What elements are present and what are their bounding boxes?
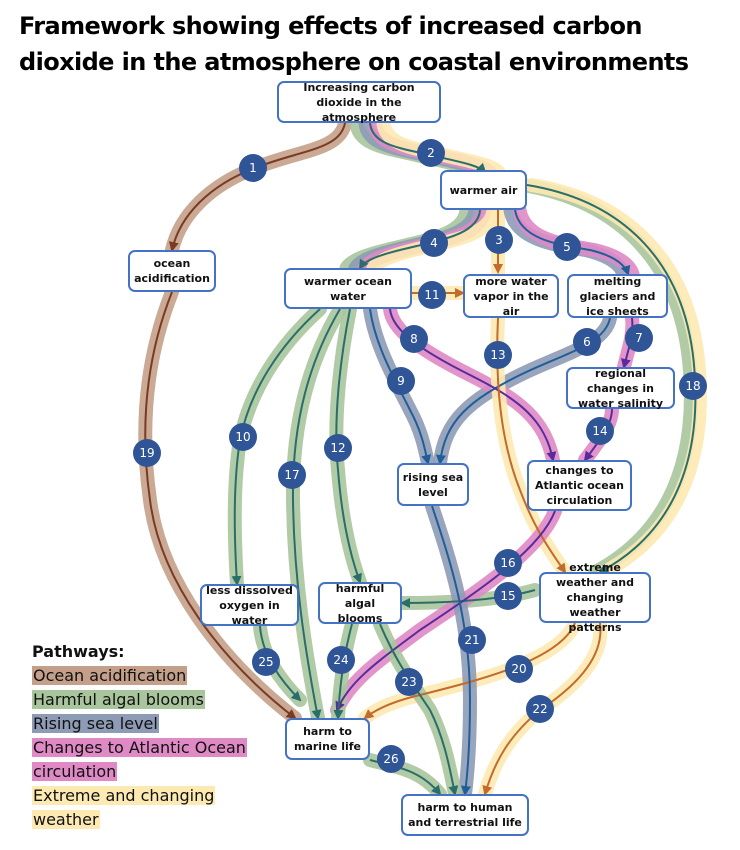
legend-item-extreme-weather: weather [32,810,100,829]
link-arrow-4 [358,209,481,270]
node-melting-glaciers: melting glaciers and ice sheets [567,274,668,318]
node-ocean-acidification: ocean acidification [128,250,216,292]
node-rising-sea-level: rising sea level [397,463,469,506]
legend-row: Harmful algal blooms [32,688,247,712]
link-arrow-9 [369,308,432,465]
link-arrow-17 [291,308,341,720]
legend-row: Rising sea level [32,712,247,736]
legend-item-rising-sea-level: Rising sea level [32,714,159,733]
link-arrow-23 [379,623,459,796]
legend-item-extreme-weather: Extreme and changing [32,786,216,805]
legend-row: circulation [32,760,247,784]
node-label: regional changes in water salinity [577,366,664,410]
node-label: warmer ocean water [304,274,392,303]
node-atlantic-circulation: changes to Atlantic ocean circulation [527,460,632,511]
link-number-badge: 21 [458,626,486,654]
link-number-badge: 1 [239,154,267,182]
link-number-badge: 13 [484,341,512,369]
link-arrow-21 [431,505,472,796]
node-harm-marine: harm to marine life [285,718,370,760]
legend-row: weather [32,808,247,832]
link-number-badge: 11 [418,281,446,309]
node-co2: Increasing carbon dioxide in the atmosph… [277,80,441,124]
link-number-badge: 8 [400,325,428,353]
link-number-badge: 7 [625,324,653,352]
legend-row: Ocean acidification [32,664,247,688]
link-number-badge: 4 [420,229,448,257]
node-extreme-weather: extreme weather and changing weather pat… [539,561,651,634]
link-number-badge: 17 [278,461,306,489]
node-label: harm to marine life [294,725,361,753]
legend-item-ocean-acidification: Ocean acidification [32,666,188,685]
node-warmer-air: warmer air [440,170,527,210]
link-number-badge: 12 [324,434,352,462]
link-number-badge: 5 [553,233,581,261]
legend-item-harmful-algal-blooms: Harmful algal blooms [32,690,205,709]
node-water-vapor: more water vapor in the air [463,274,559,318]
legend-row: Changes to Atlantic Ocean [32,736,247,760]
node-label: harmful algal blooms [335,581,385,625]
node-label: Increasing carbon dioxide in the atmosph… [303,80,415,124]
title-line-2: dioxide in the atmosphere on coastal env… [19,48,689,76]
link-number-badge: 2 [417,139,445,167]
node-label: rising sea level [402,470,464,499]
node-less-oxygen: less dissolved oxygen in water [200,583,299,627]
link-arrow-8 [389,308,557,462]
link-arrow-5 [514,209,631,276]
legend-item-atlantic-circulation: Changes to Atlantic Ocean [32,738,247,757]
node-label: extreme weather and changing weather pat… [556,561,634,634]
link-arrow-12 [335,308,362,584]
link-arrow-19 [144,291,297,720]
node-label: changes to Atlantic ocean circulation [535,464,624,507]
node-label: more water vapor in the air [473,274,549,318]
link-number-badge: 18 [679,372,707,400]
link-number-badge: 3 [485,226,513,254]
pathway-band-extreme-weather [366,203,501,275]
node-label: melting glaciers and ice sheets [579,274,656,318]
link-number-badge: 24 [327,646,355,674]
link-number-badge: 9 [387,367,415,395]
link-number-badge: 10 [229,423,257,451]
legend-item-atlantic-circulation: circulation [32,762,118,781]
diagram-title: Framework showing effects of increased c… [19,8,729,80]
node-label: harm to human and terrestrial life [408,801,522,829]
node-label: less dissolved oxygen in water [206,583,293,627]
node-algal-blooms: harmful algal blooms [318,581,402,625]
link-number-badge: 6 [573,328,601,356]
link-number-badge: 16 [494,549,522,577]
link-number-badge: 14 [586,417,614,445]
link-arrow-15 [400,589,536,608]
link-number-badge: 20 [505,655,533,683]
node-warmer-ocean-water: warmer ocean water [284,268,412,309]
node-label: warmer air [449,183,518,197]
node-label: ocean acidification [134,257,210,285]
pathway-band-ocean-acidification [165,116,352,257]
node-salinity: regional changes in water salinity [566,366,675,410]
link-number-badge: 22 [526,695,554,723]
legend-row: Extreme and changing [32,784,247,808]
link-number-badge: 25 [252,648,280,676]
node-harm-human: harm to human and terrestrial life [401,794,529,836]
legend-heading: Pathways: [32,642,125,661]
title-line-1: Framework showing effects of increased c… [19,12,642,40]
link-number-badge: 19 [133,439,161,467]
link-number-badge: 26 [377,745,405,773]
link-number-badge: 15 [494,582,522,610]
link-number-badge: 23 [395,668,423,696]
link-arrow-20 [363,622,576,720]
link-arrow-16 [335,510,556,712]
